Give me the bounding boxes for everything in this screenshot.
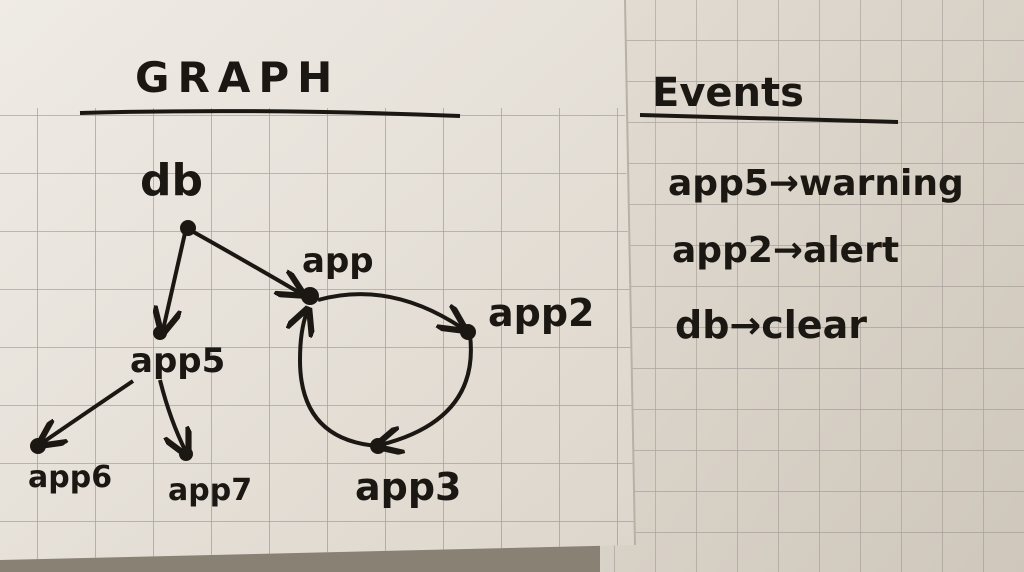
node-label-app5: app5 — [130, 341, 225, 381]
events-list: app5→warning app2→alert db→clear — [668, 163, 964, 347]
event-item-app2: app2→alert — [672, 230, 899, 271]
left-paper-sheet — [0, 0, 636, 560]
edge-app2-app3 — [380, 334, 473, 445]
graph-title: GRAPH — [135, 53, 340, 102]
graph-title-underline — [79, 109, 461, 118]
edge-app5-app6 — [42, 379, 135, 443]
edge-app3-app — [300, 312, 379, 448]
edge-app-app2 — [317, 292, 462, 328]
graph-edges — [42, 228, 473, 452]
edge-db-app5 — [163, 232, 187, 330]
node-label-app7: app7 — [168, 473, 252, 508]
node-label-app3: app3 — [355, 465, 462, 509]
node-label-db: db — [140, 155, 203, 206]
graph-nodes — [30, 220, 476, 461]
node-app6-dot — [30, 438, 46, 454]
event-item-db: db→clear — [675, 303, 867, 347]
node-label-app: app — [302, 241, 374, 281]
events-title: Events — [652, 70, 804, 116]
node-app-dot — [301, 287, 319, 305]
node-db-dot — [180, 220, 196, 236]
node-app3-dot — [370, 438, 386, 454]
node-app7-dot — [179, 447, 193, 461]
events-title-underline — [639, 113, 899, 124]
node-label-app2: app2 — [488, 291, 595, 335]
node-app2-dot — [460, 324, 476, 340]
event-item-app5: app5→warning — [668, 163, 964, 204]
node-label-app6: app6 — [28, 460, 112, 495]
edge-db-app — [189, 228, 300, 293]
edge-app5-app7 — [158, 379, 186, 452]
right-paper-sheet — [600, 0, 1024, 572]
node-app5-dot — [153, 326, 167, 340]
